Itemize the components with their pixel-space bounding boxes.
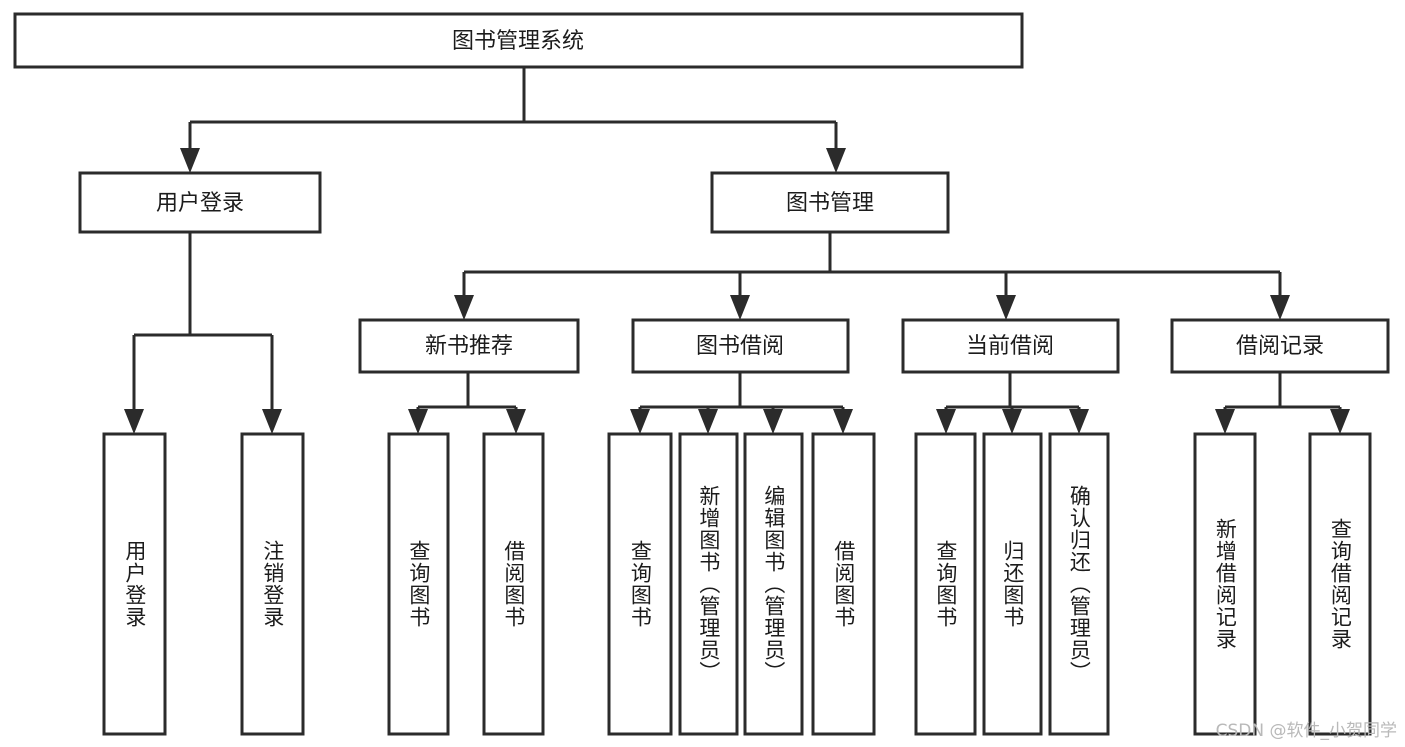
connector-user-login [124,232,282,434]
node-leaf-4-box[interactable] [607,432,673,736]
node-level2-1-box[interactable] [710,171,950,234]
connector-new-book-recommend [408,372,526,434]
node-leaf-8-box[interactable] [914,432,977,736]
node-leaf-0-box[interactable] [102,432,167,736]
node-leaf-2-box[interactable] [387,432,450,736]
node-level3-3-label: 借阅记录 [1236,334,1324,359]
node-leaf-12-box[interactable] [1308,432,1372,736]
node-leaf-9-box[interactable] [982,432,1043,736]
node-level3-1-label: 图书借阅 [696,334,784,359]
connector-book-management [454,232,1290,320]
node-level3-2-box[interactable] [901,318,1120,374]
node-leaf-3-box[interactable] [482,432,545,736]
connector-root [180,67,846,173]
node-level3-2-label: 当前借阅 [966,334,1054,359]
node-leaf-5-box[interactable] [678,432,739,736]
node-level3-0-box[interactable] [358,318,580,374]
connector-borrow-record [1215,372,1350,434]
node-leaf-1-box[interactable] [240,432,305,736]
node-level3-0-label: 新书推荐 [425,334,513,359]
connector-book-borrow [630,372,853,434]
node-root-label: 图书管理系统 [452,29,584,54]
node-root-box[interactable] [13,12,1024,69]
node-level2-0-label: 用户登录 [156,191,244,216]
node-level2-0-box[interactable] [78,171,322,234]
node-level3-3-box[interactable] [1170,318,1390,374]
connector-current-borrow [936,372,1089,434]
node-leaf-11-box[interactable] [1193,432,1257,736]
node-leaf-6-box[interactable] [743,432,804,736]
node-level2-1-label: 图书管理 [786,191,874,216]
node-leaf-7-box[interactable] [811,432,876,736]
watermark: CSDN @软件_小贺同学 [1215,721,1397,741]
node-level3-1-box[interactable] [631,318,850,374]
node-leaf-10-box[interactable] [1048,432,1110,736]
